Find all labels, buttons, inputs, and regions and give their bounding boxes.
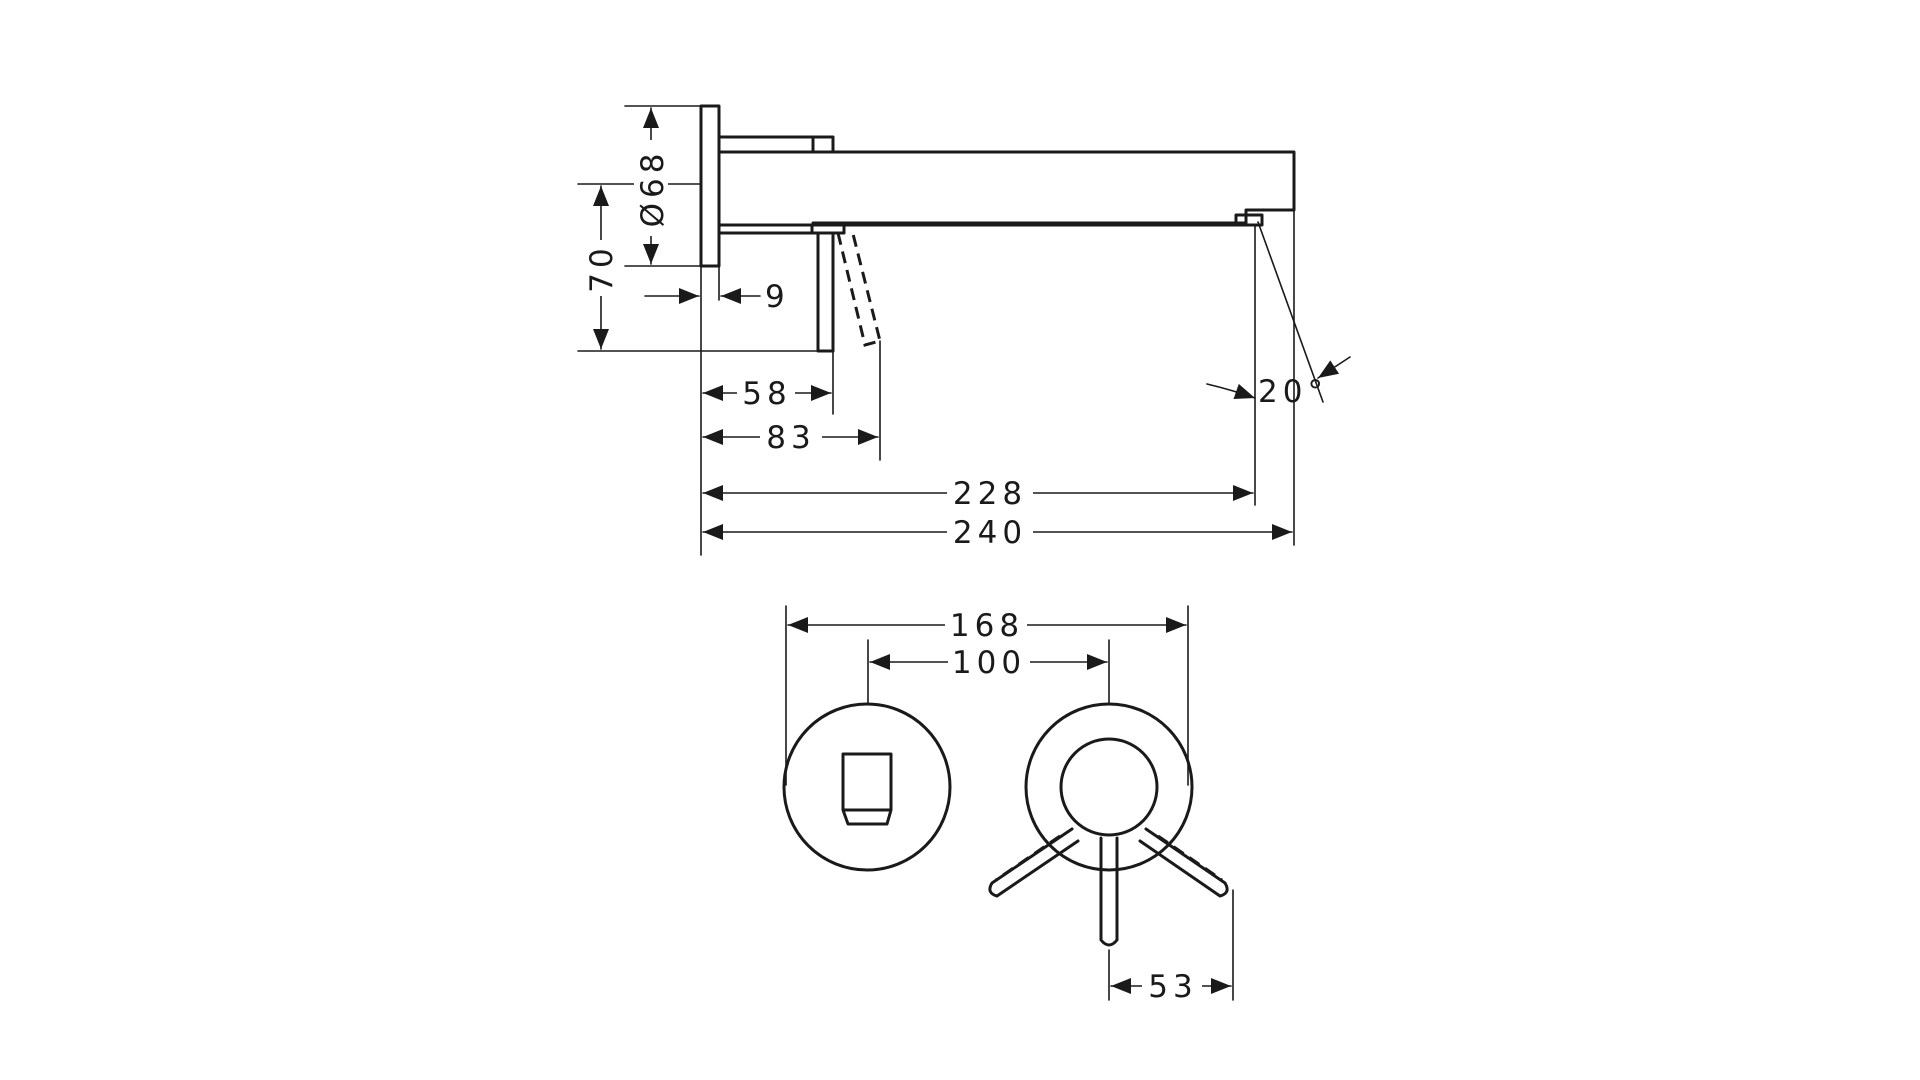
side-view: Ø68 70 9 58 83 228 240 20° [577,104,1351,556]
dim-label-53: 53 [1148,969,1197,1005]
wall-plate [699,104,721,268]
mixer-cartridge [1059,737,1159,837]
dim-label-diameter-68: Ø68 [635,149,671,228]
dim-label-9: 9 [765,279,790,315]
lever-right-position [1138,827,1229,898]
dim-label-83: 83 [766,420,815,456]
angle-arc [1206,383,1256,399]
dim-label-angle-20: 20° [1258,374,1328,410]
angle-arrow [1317,356,1351,379]
lever-stem [816,231,835,353]
lever-left-position [988,827,1080,898]
mixer-lever [1099,836,1119,947]
front-view: 168 100 53 [782,605,1234,1005]
mixer-body [717,135,815,235]
lever-swing-dashed [836,229,882,347]
lever-swing-dashed-left [995,834,1061,882]
dim-label-58: 58 [742,376,791,412]
ext-line [785,605,1234,1001]
handle-top [811,135,835,154]
dim-label-height-70: 70 [584,243,620,292]
ext-line [700,209,1295,556]
dim-label-228: 228 [953,476,1027,512]
dim-label-168: 168 [950,608,1024,644]
spout [811,150,1296,225]
aerator [1234,213,1264,227]
dim-label-240: 240 [953,515,1027,551]
spout-outlet [841,752,893,826]
ext-line [577,105,821,352]
lever-swing-dashed-right [1157,834,1223,882]
angle-line [1257,221,1324,403]
dim-label-100: 100 [952,645,1026,681]
spout-rosette [782,702,952,872]
